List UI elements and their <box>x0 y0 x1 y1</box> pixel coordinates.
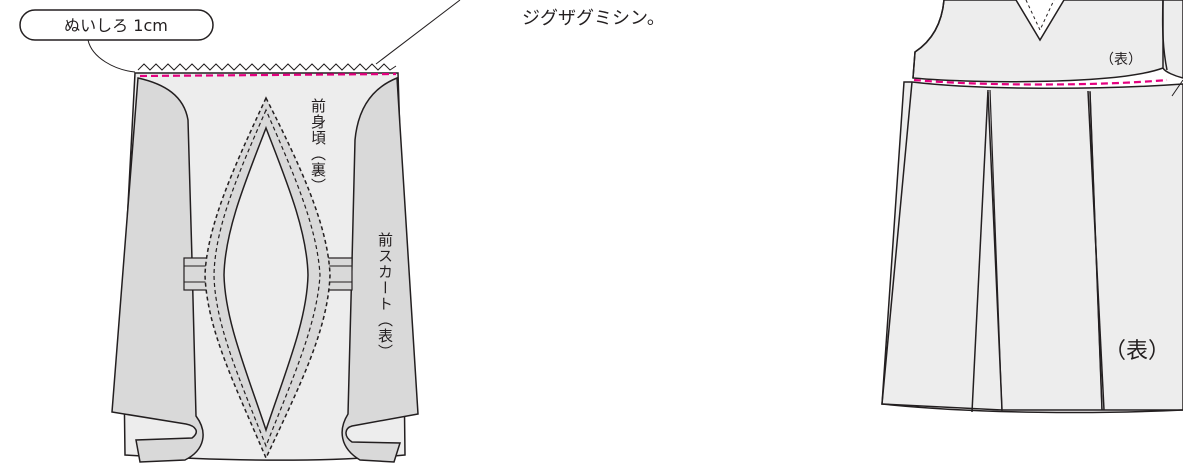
seam-allowance-label: ぬいしろ 1cm <box>64 16 168 35</box>
top-zigzag <box>137 63 397 71</box>
seam-allowance-pill <box>19 9 214 41</box>
v-neck <box>1015 0 1065 42</box>
bodice-opening <box>204 96 331 460</box>
left-folded-strip <box>111 77 204 463</box>
seam-allowance-leader <box>87 39 136 73</box>
skirt-front-label: 前スカート（表） <box>376 232 394 360</box>
skirt-right-label: （表） <box>1104 339 1170 364</box>
bodice-left-edge <box>912 0 945 79</box>
bodice-back-label: 前身頃（裏） <box>309 98 327 194</box>
right-folded-strip <box>341 76 419 463</box>
v-neck-stitch <box>1025 0 1055 32</box>
bodice-front-label: （表） <box>1100 52 1142 68</box>
pleat-lines <box>971 89 1105 413</box>
skirt-outline <box>881 81 1183 414</box>
stitch-line-left <box>139 72 397 78</box>
bodice-right-edge <box>1161 0 1168 71</box>
zigzag-note: ジグザグミシン。 <box>522 8 665 29</box>
stitch-line-right <box>913 78 1168 86</box>
right-leader <box>1171 79 1183 97</box>
zigzag-leader <box>375 0 461 65</box>
